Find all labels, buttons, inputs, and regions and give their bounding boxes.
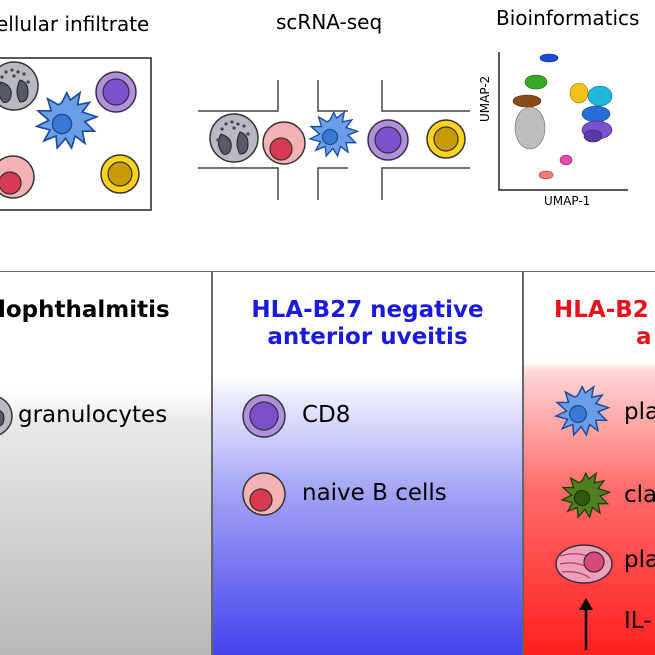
umap-x-label: UMAP-1 xyxy=(544,194,591,208)
microfluidic-channel xyxy=(198,80,470,200)
yellow-cell-icon xyxy=(100,154,140,194)
cd8-cell-icon xyxy=(367,119,409,161)
cell-label-right-1: pla xyxy=(624,399,655,425)
panel-title-line1: HLA-B27 negative xyxy=(251,297,484,323)
hla-b27-negative-panel: HLA-B27 negative anterior uveitis CD8 na… xyxy=(213,272,522,655)
panel-title: lophthalmitis xyxy=(0,297,170,323)
granulocyte-icon xyxy=(0,396,13,436)
panel-title-line2: a xyxy=(636,324,652,350)
b-cell-icon xyxy=(262,121,306,165)
cell-label-naive-b-cells: naive B cells xyxy=(302,480,447,506)
cell-label-granulocytes: granulocytes xyxy=(18,402,168,428)
panel-title-line2: anterior uveitis xyxy=(267,324,468,350)
cellular-infiltrate-label: ellular infiltrate xyxy=(0,12,150,36)
umap-axes xyxy=(498,52,628,191)
cell-label-cd8: CD8 xyxy=(302,402,351,428)
hla-b27-positive-panel: HLA-B2 a pla cla pla IL- xyxy=(524,272,655,655)
cell-label-right-3: pla xyxy=(624,547,655,573)
dendritic-cell-icon xyxy=(309,111,359,157)
endophthalmitis-panel: lophthalmitis granulocytes xyxy=(0,272,211,655)
workflow-illustration xyxy=(0,52,628,211)
umap-y-label: UMAP-2 xyxy=(478,75,492,122)
granulocyte-icon xyxy=(209,113,259,163)
b-cell-icon xyxy=(0,155,35,199)
cd8-cell-icon xyxy=(95,71,137,113)
panel-title-line1: HLA-B2 xyxy=(554,297,649,323)
increase-arrow-icon xyxy=(579,598,593,650)
panel-divider xyxy=(211,272,213,655)
cell-label-right-4: IL- xyxy=(624,608,652,634)
plasmacytoid-dendritic-cell-icon xyxy=(553,384,611,437)
plasma-cell-icon xyxy=(555,544,613,584)
umap-clusters xyxy=(512,53,613,180)
panel-divider xyxy=(522,272,524,655)
bioinformatics-label: Bioinformatics xyxy=(496,6,640,30)
b-cell-icon xyxy=(242,472,286,516)
cd8-cell-icon xyxy=(242,394,286,438)
classical-dendritic-cell-icon xyxy=(560,471,612,519)
cell-label-right-2: cla xyxy=(624,482,655,508)
yellow-cell-icon xyxy=(426,119,466,159)
scrna-seq-label: scRNA-seq xyxy=(276,10,383,34)
